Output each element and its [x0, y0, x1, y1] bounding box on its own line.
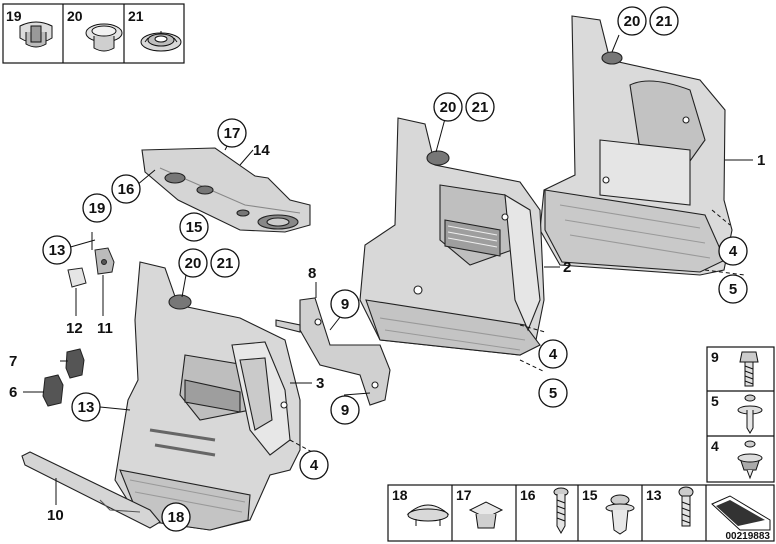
svg-text:21: 21	[656, 13, 673, 30]
callout-circle-21-right: 21	[649, 6, 679, 36]
svg-text:13: 13	[49, 242, 66, 259]
svg-text:16: 16	[118, 181, 135, 198]
screw-5-icon	[737, 394, 763, 434]
svg-text:5: 5	[729, 281, 737, 298]
svg-text:17: 17	[224, 125, 241, 142]
svg-text:9: 9	[341, 402, 349, 419]
box-label-9: 9	[711, 349, 719, 365]
svg-text:20: 20	[185, 255, 202, 272]
callout-12: 12	[66, 320, 83, 337]
side-trim-panel-1	[539, 15, 733, 276]
bottom-hardware-box: 18 17 16 15 13	[387, 484, 775, 542]
callout-2: 2	[563, 259, 571, 276]
clip-7-part	[65, 348, 85, 379]
callout-circle-20-right: 20	[617, 6, 647, 36]
clip-17-icon	[468, 501, 504, 529]
box-label-4: 4	[711, 438, 719, 454]
callout-1: 1	[757, 152, 765, 169]
bracket-8	[275, 297, 391, 406]
clip-6-part	[42, 374, 64, 407]
callout-circle-9-lower: 9	[330, 395, 360, 425]
cap-12-part	[67, 267, 87, 288]
box-label-15: 15	[582, 487, 598, 503]
callout-circle-16: 16	[111, 174, 141, 204]
box-label-21: 21	[128, 8, 144, 24]
svg-text:18: 18	[168, 509, 185, 526]
box-label-17: 17	[456, 487, 472, 503]
svg-text:20: 20	[624, 13, 641, 30]
callout-circle-20-left: 20	[178, 248, 208, 278]
callout-7: 7	[9, 353, 17, 370]
callout-circle-5-right: 5	[718, 274, 748, 304]
screw-4-icon	[737, 440, 763, 480]
top-hardware-box: 19 20 21	[2, 3, 185, 64]
callout-6: 6	[9, 384, 17, 401]
trim-strip-14	[141, 147, 311, 233]
callout-circle-15: 15	[179, 212, 209, 242]
callouts: 1 2 3 7 6 8 10 11 12 14 17 16 19 15 13	[9, 6, 765, 532]
callout-3: 3	[316, 375, 324, 392]
svg-text:21: 21	[217, 255, 234, 272]
cover-cap-18-icon	[406, 504, 450, 526]
plug-20-icon	[85, 23, 123, 52]
svg-text:21: 21	[472, 99, 489, 116]
box-label-5: 5	[711, 393, 719, 409]
box-label-18: 18	[392, 487, 408, 503]
callout-circle-13-upper: 13	[42, 235, 72, 265]
callout-circle-13-lower: 13	[71, 392, 101, 422]
svg-text:4: 4	[549, 346, 558, 363]
callout-circle-17: 17	[217, 118, 247, 148]
svg-text:5: 5	[549, 385, 557, 402]
callout-circle-19: 19	[82, 193, 112, 223]
grommet-21-icon	[140, 31, 182, 52]
callout-11: 11	[97, 320, 113, 337]
bolt-9-icon	[739, 351, 759, 387]
expansion-clip-15-icon	[605, 494, 635, 535]
svg-text:4: 4	[729, 243, 738, 260]
callout-8: 8	[308, 265, 316, 282]
svg-text:15: 15	[186, 219, 203, 236]
box-label-16: 16	[520, 487, 536, 503]
side-hardware-box: 9 5 4	[706, 346, 775, 483]
document-number: 00219883	[726, 531, 771, 542]
side-trim-panel-2	[359, 117, 545, 356]
box-label-20: 20	[67, 8, 83, 24]
bolt-13-icon	[678, 486, 694, 527]
callout-circle-18: 18	[161, 502, 191, 532]
callout-circle-4-middle: 4	[538, 339, 568, 369]
clip-19-icon	[19, 21, 53, 48]
svg-text:20: 20	[440, 99, 457, 116]
callout-circle-21-middle: 21	[465, 92, 495, 122]
svg-text:9: 9	[341, 296, 349, 313]
callout-circle-9-upper: 9	[330, 289, 360, 319]
callout-14: 14	[253, 142, 270, 159]
svg-text:4: 4	[310, 457, 319, 474]
box-label-13: 13	[646, 487, 662, 503]
svg-text:19: 19	[89, 200, 106, 217]
box-label-19: 19	[6, 8, 22, 24]
callout-circle-5-middle: 5	[538, 378, 568, 408]
sill-strip-10	[21, 451, 161, 529]
callout-circle-20-middle: 20	[433, 92, 463, 122]
callout-circle-4-left: 4	[299, 450, 329, 480]
callout-circle-4-right: 4	[718, 236, 748, 266]
svg-text:13: 13	[78, 399, 95, 416]
direction-arrow-icon	[711, 495, 771, 531]
callout-10: 10	[47, 507, 64, 524]
side-trim-panel-3	[114, 261, 301, 531]
bracket-11-part	[94, 247, 115, 275]
screw-16-icon	[553, 487, 569, 535]
callout-circle-21-left: 21	[210, 248, 240, 278]
